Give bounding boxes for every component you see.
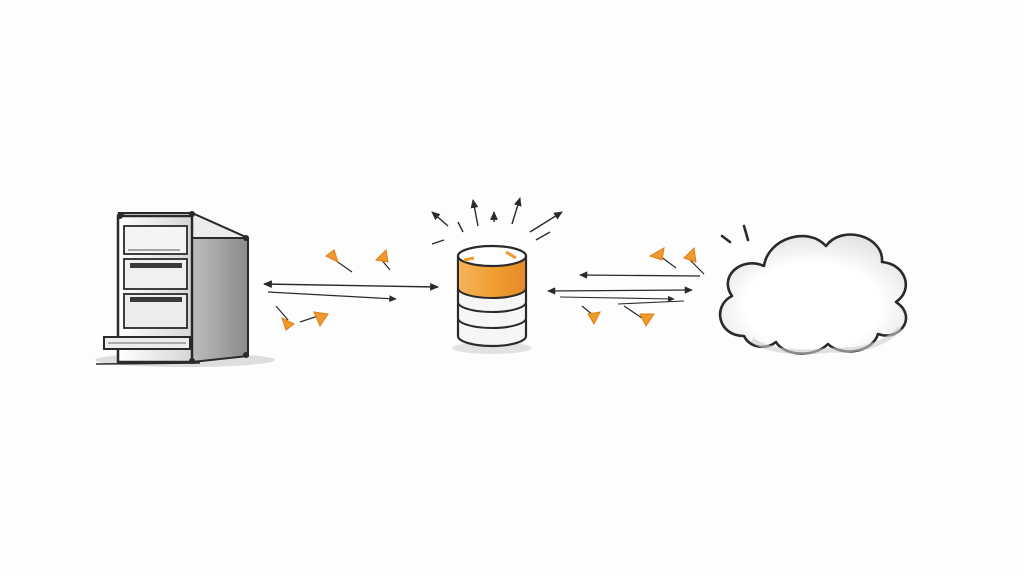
drive-bay-1: [123, 225, 188, 255]
server-tower-icon: [95, 211, 275, 367]
database-cylinder-icon: [431, 197, 563, 354]
link-arrow: [267, 291, 397, 302]
cloud-shape: [718, 233, 908, 355]
link-arrow: [579, 271, 701, 279]
link-arrow: [559, 295, 675, 302]
data-packet-icon: [581, 305, 601, 326]
server-database-link: [263, 248, 439, 331]
cloud-spark-lines: [720, 224, 750, 244]
database-cloud-link: [547, 246, 705, 327]
database-lid: [456, 244, 528, 268]
data-packet-icon: [683, 246, 705, 275]
data-packet-icon: [275, 305, 295, 331]
link-arrow: [263, 280, 439, 291]
database-top-band: [457, 255, 527, 299]
data-packet-icon: [299, 311, 329, 328]
cloud-icon: [718, 224, 908, 355]
data-packet-icon: [374, 248, 391, 271]
data-packet-icon: [325, 249, 353, 273]
link-arrow: [547, 286, 693, 295]
activity-burst: [431, 197, 563, 245]
data-packet-icon: [648, 247, 677, 269]
data-packet-icon: [623, 305, 655, 327]
link-arrow: [617, 300, 685, 305]
